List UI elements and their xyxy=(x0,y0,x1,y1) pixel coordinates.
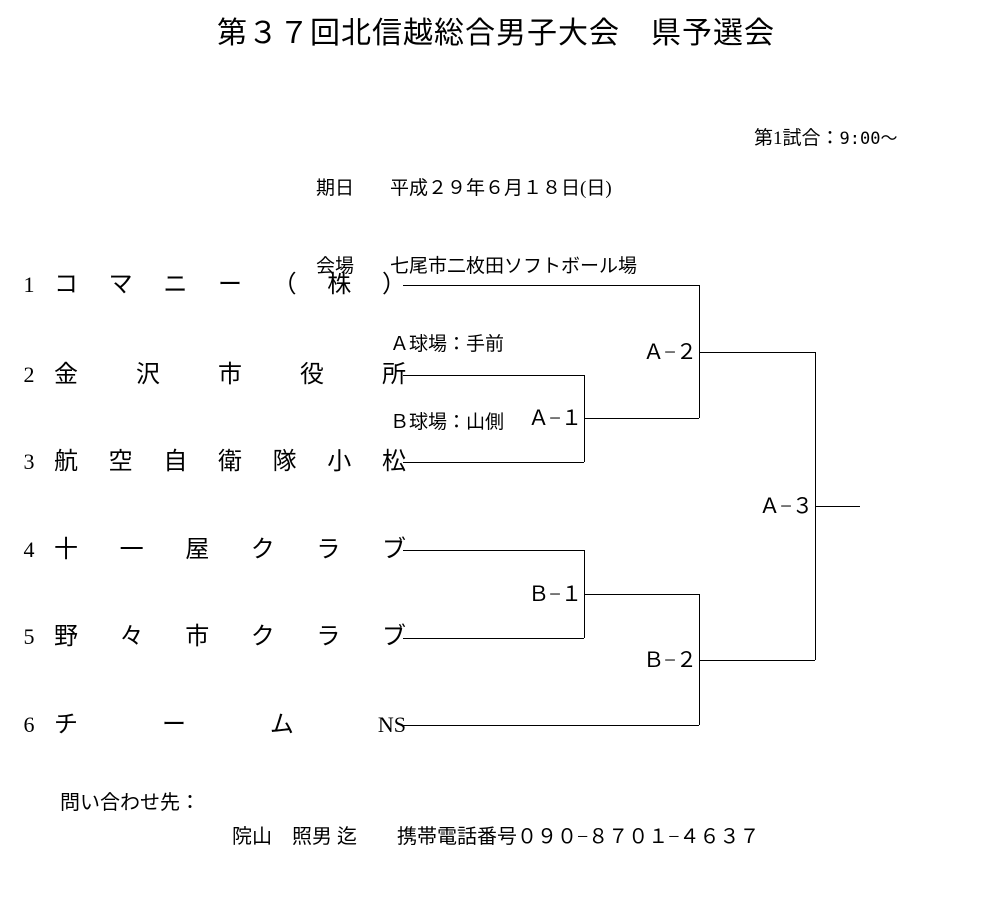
match-label-a2: Ａ−２ xyxy=(643,340,697,364)
team-name: 金 沢 市 役 所 xyxy=(54,358,406,392)
event-info-block: 期日 平成２９年６月１８日(日) 会場 七尾市二枚田ソフトボール場 Ａ球場：手前 Ｂ… xyxy=(316,124,637,488)
team-char: 市 xyxy=(218,362,242,388)
tournament-sheet: 第３７回北信越総合男子大会 県予選会 期日 平成２９年６月１８日(日) 会場 七尾市… xyxy=(16,17,898,848)
contact-heading: 問い合わせ先： xyxy=(60,792,200,814)
bracket-line-team2 xyxy=(403,375,584,376)
team-char: ク xyxy=(250,537,275,563)
bracket-join-b2 xyxy=(699,594,700,725)
seed-number: 3 xyxy=(23,449,35,474)
team-char: 金 xyxy=(54,362,78,388)
bracket-line-b2-out xyxy=(699,660,815,661)
contact-details: 院山 照男 迄 携帯電話番号０９０−８７０１−４６３７ xyxy=(232,826,760,848)
team-char: （ xyxy=(272,272,297,298)
match-label-a1: Ａ−１ xyxy=(528,406,582,430)
field-b-note: Ｂ球場：山側 xyxy=(390,412,505,433)
first-game-label: 第1試合： xyxy=(754,128,840,149)
event-venue-value: 七尾市二枚田ソフトボール場 xyxy=(390,256,638,277)
page-title: 第３７回北信越総合男子大会 県予選会 xyxy=(217,17,775,50)
team-char: 小 xyxy=(327,449,352,475)
bracket-team-2: 2 金 沢 市 役 所 xyxy=(16,358,407,392)
team-char: ー xyxy=(217,272,242,298)
bracket-line-a1-out xyxy=(584,418,699,419)
event-venue-row: 会場 七尾市二枚田ソフトボール場 xyxy=(316,254,637,280)
bracket-join-a2 xyxy=(699,285,700,418)
team-char: ム xyxy=(269,712,294,738)
team-char: 隊 xyxy=(272,449,297,475)
team-char: 所 xyxy=(382,362,406,388)
team-char: コ xyxy=(54,272,78,298)
seed-number: 2 xyxy=(23,362,35,387)
tournament-bracket: 1 コ マ ニ ー （ 株 ） 2 金 沢 市 役 所 3 xyxy=(16,268,860,742)
team-char: 空 xyxy=(108,449,133,475)
bracket-team-5: 5 野 々 市 ク ラ ブ xyxy=(16,620,406,654)
bracket-line-team1 xyxy=(403,285,699,286)
team-char: 衛 xyxy=(217,449,242,475)
bracket-line-team6 xyxy=(403,725,699,726)
first-game-time: 9:00〜 xyxy=(839,129,898,149)
team-char: 十 xyxy=(54,537,78,563)
bracket-team-3: 3 航 空 自 衛 隊 小 松 xyxy=(16,445,406,479)
match-label-a3: Ａ−３ xyxy=(759,494,813,518)
team-char: チ xyxy=(54,712,78,738)
team-name: 航 空 自 衛 隊 小 松 xyxy=(54,445,406,479)
seed-number: 4 xyxy=(23,537,35,562)
seed-number: 5 xyxy=(23,624,35,649)
team-char: ラ xyxy=(316,537,341,563)
bracket-line-b1-out xyxy=(584,594,699,595)
team-char: ク xyxy=(250,624,275,650)
team-char: ） xyxy=(381,272,406,298)
field-a-note: Ａ球場：手前 xyxy=(390,334,505,355)
seed-number: 1 xyxy=(23,272,35,297)
team-char: 一 xyxy=(119,537,144,563)
event-date-value: 平成２９年６月１８日(日) xyxy=(390,178,612,199)
bracket-line-champion xyxy=(815,506,860,507)
team-name: コ マ ニ ー （ 株 ） xyxy=(54,268,406,302)
team-char: 自 xyxy=(163,449,188,475)
team-char: ニ xyxy=(163,272,188,298)
team-name: 十 一 屋 ク ラ ブ xyxy=(54,533,406,567)
match-label-b1: Ｂ−１ xyxy=(528,582,582,606)
bracket-line-team4 xyxy=(403,550,584,551)
team-char: マ xyxy=(108,272,133,298)
team-char: 々 xyxy=(119,624,144,650)
team-char: ブ xyxy=(381,624,406,650)
team-char: 役 xyxy=(300,362,324,388)
team-name: 野 々 市 ク ラ ブ xyxy=(54,620,406,654)
team-char: 株 xyxy=(327,272,352,298)
contact-block: 問い合わせ先： 院山 照男 迄 携帯電話番号０９０−８７０１−４６３７ xyxy=(0,788,992,908)
bracket-line-team3 xyxy=(403,462,584,463)
seed-number: 6 xyxy=(23,712,35,737)
team-char: 松 xyxy=(381,449,406,475)
team-char: 屋 xyxy=(185,537,210,563)
team-char: NS xyxy=(377,712,406,737)
event-date-label: 期日 xyxy=(316,178,355,199)
bracket-team-4: 4 十 一 屋 ク ラ ブ xyxy=(16,533,406,567)
first-game-time-block: 第1試合：9:00〜 xyxy=(754,126,897,152)
team-char: 航 xyxy=(54,449,78,475)
bracket-team-1: 1 コ マ ニ ー （ 株 ） xyxy=(16,268,406,302)
team-char: ブ xyxy=(381,537,406,563)
team-char: 市 xyxy=(185,624,210,650)
team-char: 野 xyxy=(54,624,78,650)
team-char: 沢 xyxy=(136,362,160,388)
event-venue-label: 会場 xyxy=(316,256,355,277)
team-char: ラ xyxy=(316,624,341,650)
team-name: チ ー ム NS xyxy=(54,708,406,742)
bracket-team-6: 6 チ ー ム NS xyxy=(16,708,406,742)
team-char: ー xyxy=(161,712,186,738)
match-label-b2: Ｂ−２ xyxy=(643,648,697,672)
bracket-line-a2-out xyxy=(699,352,815,353)
event-date-row: 期日 平成２９年６月１８日(日) xyxy=(316,176,637,202)
bracket-line-team5 xyxy=(403,638,584,639)
